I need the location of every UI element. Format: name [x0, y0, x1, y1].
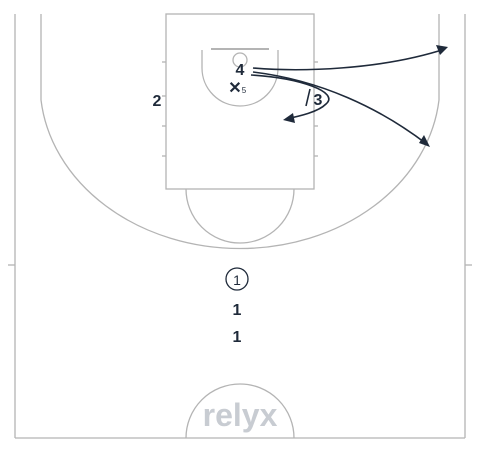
- player-1-third: 1: [233, 329, 242, 346]
- cut-path-to-right-wing: [252, 71, 429, 146]
- cut-path-to-right-corner: [252, 48, 446, 71]
- curl-path-back: [250, 74, 330, 120]
- arrowhead-right-wing: [419, 135, 430, 147]
- play-lines: [250, 45, 448, 147]
- relyx-logo: relyx: [203, 397, 278, 433]
- screen-marker: [305, 88, 311, 107]
- three-point-line: [40, 14, 440, 250]
- free-throw-circle: [185, 188, 295, 244]
- court-lines: [8, 13, 472, 439]
- players: 4 ✕ 5 2 3 1 1 1: [153, 62, 323, 346]
- defender-number: 5: [242, 86, 247, 95]
- center-circle: [185, 383, 295, 439]
- player-2: 2: [153, 93, 162, 110]
- defender-x-marker: ✕: [228, 80, 241, 97]
- player-3: 3: [314, 92, 323, 109]
- player-1-second: 1: [233, 302, 242, 319]
- arrowhead-curl: [283, 113, 295, 123]
- ball-indicator-circle: [225, 267, 249, 291]
- rim: [232, 52, 248, 68]
- player-1-with-ball: 1: [233, 272, 241, 288]
- lane-hash-marks: [162, 61, 318, 157]
- lane: [165, 13, 315, 190]
- arrowhead-right-corner: [436, 45, 448, 55]
- player-4: 4: [236, 62, 245, 79]
- restricted-area: [201, 50, 279, 107]
